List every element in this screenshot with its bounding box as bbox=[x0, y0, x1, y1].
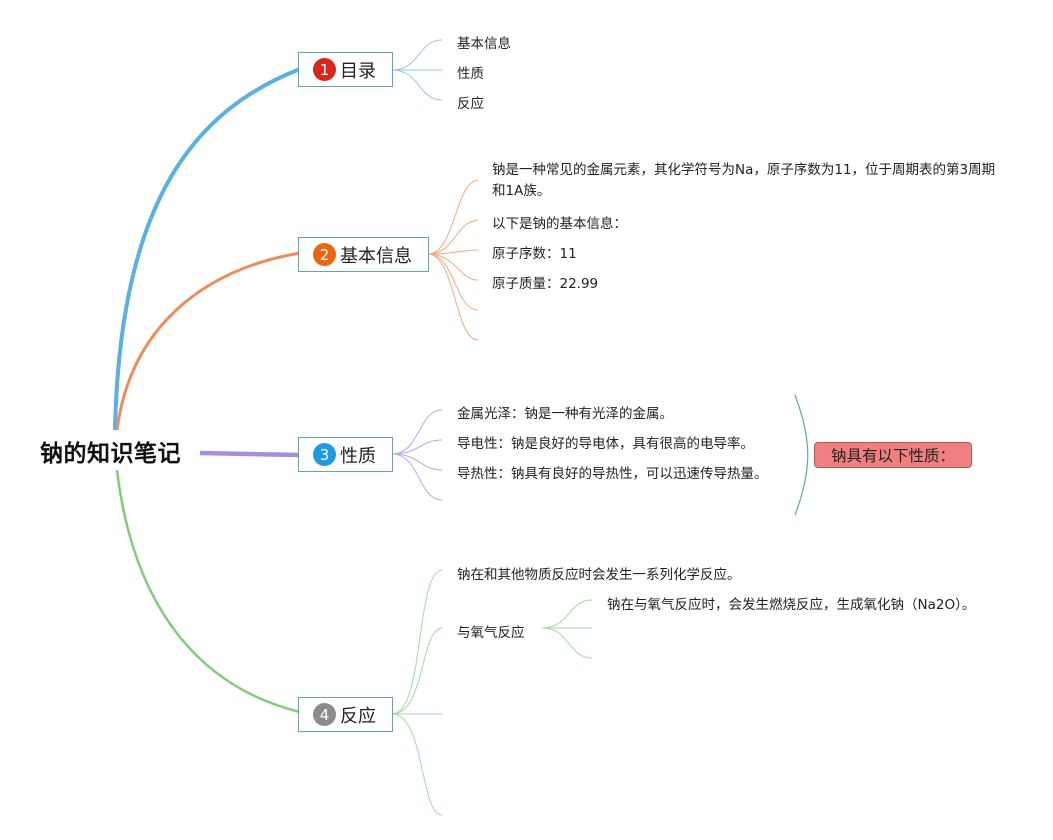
topic-properties-label: 性质 bbox=[340, 445, 376, 467]
basic-atomic-number[interactable]: 原子序数：11 bbox=[492, 246, 577, 262]
topic-basic-label: 基本信息 bbox=[340, 245, 412, 267]
topic-reactions-label: 反应 bbox=[340, 705, 376, 727]
topic-toc[interactable]: 1 目录 bbox=[298, 52, 393, 87]
property-luster[interactable]: 金属光泽：钠是一种有光泽的金属。 bbox=[457, 406, 673, 422]
branch-reactions bbox=[115, 469, 301, 714]
basic-connectors bbox=[427, 179, 479, 341]
topic-basic-info[interactable]: 2 基本信息 bbox=[298, 237, 429, 272]
root-title[interactable]: 钠的知识笔记 bbox=[40, 441, 181, 467]
topic-properties[interactable]: 3 性质 bbox=[298, 437, 393, 472]
reactions-connectors bbox=[391, 569, 593, 816]
properties-summary-callout[interactable]: 钠具有以下性质： bbox=[814, 442, 972, 468]
topic-toc-label: 目录 bbox=[340, 60, 376, 82]
topic-basic-badge: 2 bbox=[313, 243, 336, 266]
toc-item-properties[interactable]: 性质 bbox=[457, 66, 484, 82]
branch-basic bbox=[115, 251, 301, 431]
topic-reactions-badge: 4 bbox=[313, 703, 336, 726]
basic-atomic-mass[interactable]: 原子质量：22.99 bbox=[492, 276, 599, 292]
toc-item-reactions[interactable]: 反应 bbox=[457, 96, 484, 112]
reaction-oxygen[interactable]: 与氧气反应 bbox=[457, 625, 525, 641]
property-conductivity[interactable]: 导电性：钠是良好的导电体，具有很高的电导率。 bbox=[457, 436, 754, 452]
property-thermal[interactable]: 导热性：钠具有良好的导热性，可以迅速传导热量。 bbox=[457, 466, 768, 482]
branch-properties bbox=[199, 450, 301, 458]
basic-heading[interactable]: 以下是钠的基本信息： bbox=[492, 216, 627, 232]
topic-toc-badge: 1 bbox=[313, 58, 336, 81]
toc-connectors bbox=[391, 39, 443, 101]
topic-properties-badge: 3 bbox=[313, 443, 336, 466]
toc-item-basic[interactable]: 基本信息 bbox=[457, 36, 511, 52]
basic-intro[interactable]: 钠是一种常见的金属元素，其化学符号为Na，原子序数为11，位于周期表的第3周期和… bbox=[492, 162, 996, 199]
topic-reactions[interactable]: 4 反应 bbox=[298, 697, 393, 732]
summary-bracket bbox=[794, 394, 809, 516]
reaction-intro[interactable]: 钠在和其他物质反应时会发生一系列化学反应。 bbox=[457, 567, 741, 583]
reaction-oxygen-detail[interactable]: 钠在与氧气反应时，会发生燃烧反应，生成氧化钠（Na2O）。 bbox=[607, 597, 976, 613]
branch-toc bbox=[113, 67, 301, 431]
properties-connectors bbox=[391, 409, 443, 501]
